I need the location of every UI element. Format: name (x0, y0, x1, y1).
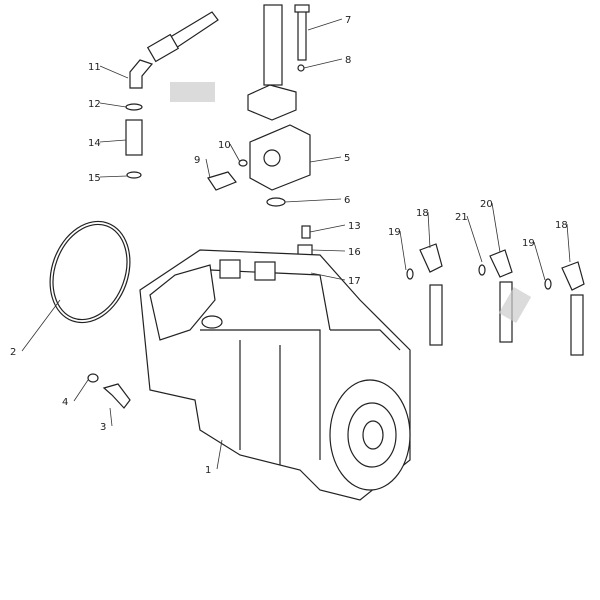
part-21-oring (478, 264, 486, 276)
leader-line (109, 407, 113, 427)
callout-9: 9 (194, 155, 200, 166)
callout-18: 18 (555, 220, 568, 231)
part-10-oring (238, 159, 248, 167)
part-7-bolt (294, 4, 310, 61)
leader-line (310, 272, 346, 281)
part-6-oring (266, 197, 286, 207)
callout-18: 18 (416, 208, 429, 219)
tube (247, 4, 297, 121)
callout-6: 6 (344, 195, 350, 206)
leader-line (311, 249, 346, 252)
callout-11: 11 (88, 62, 101, 73)
leader-line (284, 198, 342, 203)
part-18-fitting-left (419, 243, 443, 273)
part-3-bolt (102, 383, 131, 409)
leader-line (466, 215, 483, 263)
leader-line (566, 223, 571, 263)
callout-14: 14 (88, 138, 101, 149)
callout-3: 3 (100, 422, 106, 433)
callout-10: 10 (218, 140, 231, 151)
hose-a (429, 284, 443, 346)
part-2-oring (49, 220, 131, 324)
leader-line (216, 439, 223, 470)
part-11-elbow (129, 59, 154, 89)
part-4-washer (87, 373, 99, 383)
part-13-plug (301, 225, 311, 239)
leader-line (99, 65, 129, 79)
leader-line (533, 241, 546, 281)
leader-line (99, 139, 127, 143)
callout-13: 13 (348, 221, 361, 232)
leader-line (73, 379, 89, 402)
part-18-fitting-right (561, 261, 585, 291)
callout-1: 1 (205, 465, 211, 476)
callout-17: 17 (348, 276, 361, 287)
part-19-oring-right (544, 278, 552, 290)
callout-12: 12 (88, 99, 101, 110)
callout-20: 20 (480, 199, 493, 210)
callouts: 7 8 11 12 14 10 9 5 15 6 13 16 17 18 21 20 19 19 18 2 4 3 1 (10, 15, 568, 476)
callout-16: 16 (348, 247, 361, 258)
leader-line (307, 18, 343, 31)
leader-line (309, 224, 346, 233)
callout-19: 19 (522, 238, 535, 249)
watermark-blur (170, 82, 215, 102)
watermark-blur-2 (498, 287, 532, 323)
callout-15: 15 (88, 173, 101, 184)
part-15-oring (126, 171, 142, 179)
callout-19: 19 (388, 227, 401, 238)
leader-line (21, 299, 61, 352)
part-14-adapter (125, 119, 143, 156)
callout-21: 21 (455, 212, 468, 223)
leader-line (427, 211, 431, 249)
callout-8: 8 (345, 55, 351, 66)
leader-lines (21, 18, 571, 470)
hose-c (570, 294, 584, 356)
callout-7: 7 (345, 15, 351, 26)
hose-top (146, 11, 219, 63)
leader-line (205, 158, 211, 179)
part-12-oring (125, 103, 143, 111)
part-1-pump (139, 249, 411, 501)
leader-line (491, 202, 501, 253)
leader-line (309, 156, 342, 163)
leader-line (99, 102, 127, 108)
part-20-fitting (489, 249, 513, 278)
leader-line (229, 143, 241, 163)
callout-5: 5 (344, 153, 350, 164)
leader-line (303, 58, 343, 69)
part-9-fitting (207, 171, 237, 191)
part-8-washer (297, 64, 305, 72)
part-19-oring-left (406, 268, 414, 280)
callout-4: 4 (62, 397, 68, 408)
leader-line (99, 175, 128, 178)
leader-line (399, 230, 407, 271)
callout-2: 2 (10, 347, 16, 358)
